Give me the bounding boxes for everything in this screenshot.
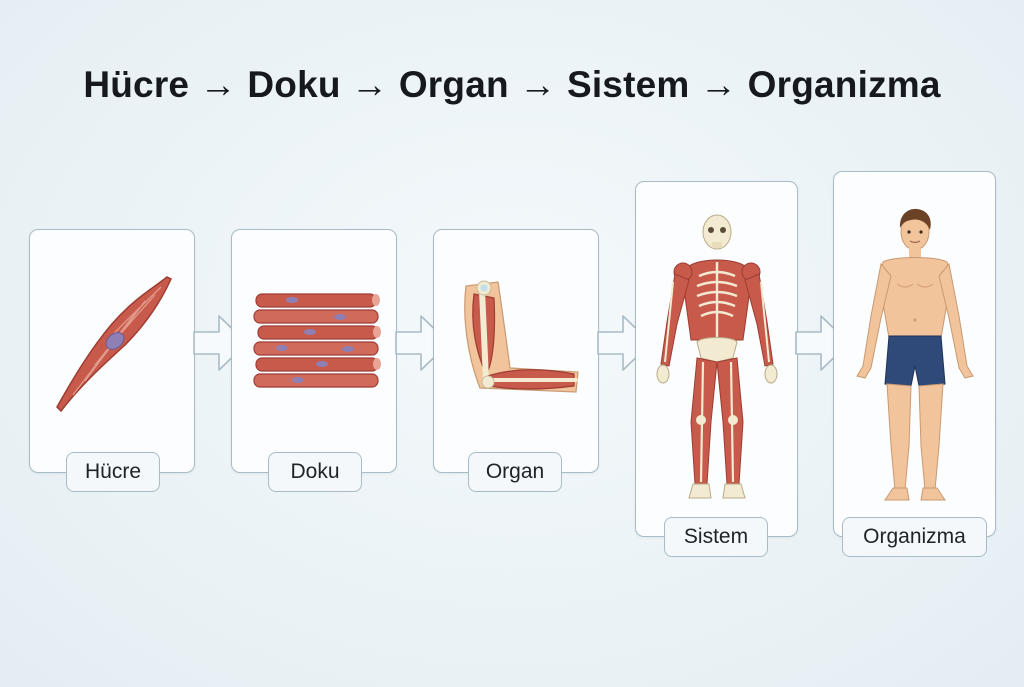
card-organ — [433, 229, 599, 473]
muscular-skeletal-system-icon — [656, 214, 778, 499]
stage-label-cell: Hücre — [66, 452, 160, 492]
muscle-tissue-icon — [253, 293, 381, 388]
stage-label-organ: Organ — [468, 452, 562, 492]
human-body-icon — [856, 208, 974, 501]
stage-label-system: Sistem — [664, 517, 768, 557]
muscle-cell-icon — [56, 276, 172, 413]
stage-label-tissue: Doku — [268, 452, 362, 492]
stage-label-organism: Organizma — [842, 517, 987, 557]
arm-muscle-icon — [464, 280, 579, 393]
diagram-title: Hücre → Doku → Organ → Sistem → Organizm… — [83, 64, 941, 105]
